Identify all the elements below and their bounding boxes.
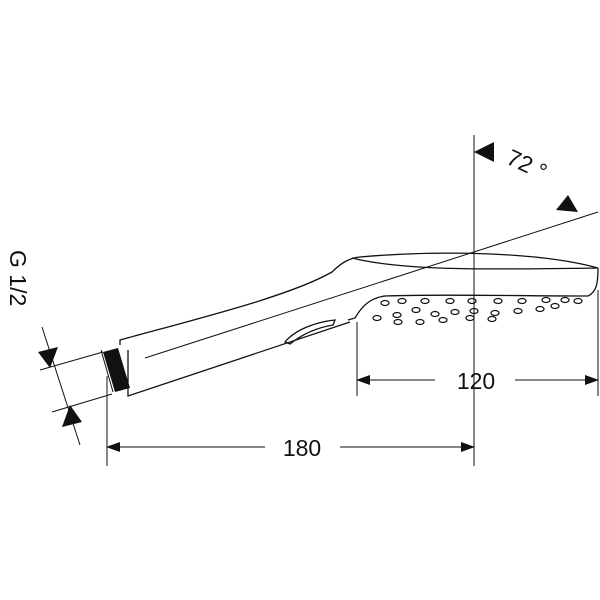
angle-dimension: 72 ° [474,142,578,212]
angle-label: 72 ° [503,144,551,185]
length-dimension: 180 [106,135,475,466]
head-length-label: 120 [457,368,495,394]
handle-upper-edge [119,252,599,345]
thread-dimension: G 1/2 [5,250,113,446]
center-axis [144,211,599,359]
shower-body [100,211,599,397]
mode-button [283,319,337,345]
head-top-inner [351,257,599,270]
head-dimension: 120 [356,290,599,396]
head-face [347,267,599,321]
length-label: 180 [283,435,321,461]
handle-lower-edge [127,321,351,397]
spray-nozzles [372,296,583,326]
thread-label: G 1/2 [5,250,31,306]
thread-connector [100,348,130,393]
